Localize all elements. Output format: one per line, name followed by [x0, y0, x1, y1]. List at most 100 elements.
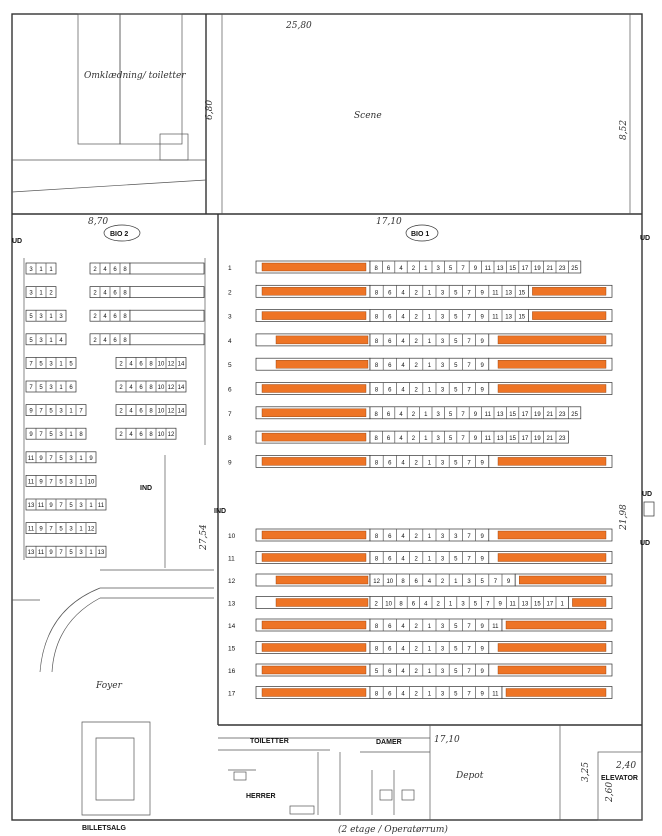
seat-label[interactable]: 3 [441, 557, 445, 563]
seat-label[interactable]: 2 [415, 290, 419, 296]
seat-label[interactable]: 6 [388, 388, 392, 394]
seat-label[interactable]: 9 [481, 315, 485, 321]
seat-label[interactable]: 1 [561, 602, 565, 608]
seat-label[interactable]: 14 [178, 385, 185, 391]
seat-label[interactable]: 9 [474, 412, 478, 418]
seat-label[interactable]: 11 [28, 456, 35, 462]
seat-label[interactable]: 5 [449, 266, 453, 272]
seat-label[interactable]: 5 [29, 314, 33, 320]
seat-label[interactable]: 5 [69, 550, 73, 556]
seat-label[interactable]: 19 [534, 412, 541, 418]
seat-label[interactable]: 3 [461, 602, 465, 608]
seat-label[interactable]: 2 [119, 409, 123, 415]
seat-label[interactable]: 5 [454, 363, 458, 369]
seat-label[interactable]: 5 [449, 436, 453, 442]
seat-label[interactable]: 8 [149, 385, 153, 391]
seat-label[interactable]: 19 [534, 436, 541, 442]
seat-label[interactable]: 13 [497, 412, 504, 418]
seat-label[interactable]: 4 [129, 361, 133, 367]
seat-label[interactable]: 1 [424, 436, 428, 442]
seat-label[interactable]: 9 [89, 456, 93, 462]
seat-label[interactable]: 2 [415, 315, 419, 321]
seat-label[interactable]: 9 [481, 339, 485, 345]
seat-label[interactable]: 4 [399, 266, 403, 272]
seat-label[interactable]: 1 [49, 338, 53, 344]
seat-label[interactable]: 5 [454, 339, 458, 345]
seat-label[interactable]: 4 [401, 388, 405, 394]
seat-label[interactable]: 5 [454, 647, 458, 653]
seat-label[interactable]: 17 [546, 602, 553, 608]
seat-label[interactable]: 11 [492, 290, 499, 296]
seat-label[interactable]: 8 [375, 557, 379, 563]
seat-label[interactable]: 8 [375, 388, 379, 394]
seat-label[interactable]: 14 [178, 361, 185, 367]
seat-label[interactable]: 11 [28, 479, 35, 485]
seat-label[interactable]: 6 [139, 409, 143, 415]
seat-label[interactable]: 8 [123, 267, 127, 273]
seat-label[interactable]: 11 [485, 436, 492, 442]
seat-label[interactable]: 12 [168, 385, 175, 391]
seat-label[interactable]: 6 [388, 669, 392, 675]
seat-label[interactable]: 6 [388, 315, 392, 321]
seat-label[interactable]: 9 [481, 557, 485, 563]
seat-label[interactable]: 9 [481, 647, 485, 653]
seat-label[interactable]: 3 [441, 624, 445, 630]
seat-label[interactable]: 4 [401, 647, 405, 653]
seat-label[interactable]: 4 [129, 385, 133, 391]
seat-label[interactable]: 2 [415, 534, 419, 540]
seat-label[interactable]: 5 [39, 385, 43, 391]
seat-label[interactable]: 6 [388, 647, 392, 653]
seat-label[interactable]: 7 [79, 409, 83, 415]
seat-label[interactable]: 7 [467, 290, 471, 296]
seat-label[interactable]: 23 [559, 412, 566, 418]
seat-label[interactable]: 3 [79, 503, 83, 509]
seat-label[interactable]: 2 [93, 338, 97, 344]
seat-label[interactable]: 2 [415, 669, 419, 675]
seat-label[interactable]: 10 [158, 385, 165, 391]
seat-label[interactable]: 6 [388, 624, 392, 630]
seat-label[interactable]: 7 [467, 460, 471, 466]
seat-label[interactable]: 3 [49, 385, 53, 391]
seat-label[interactable]: 2 [93, 267, 97, 273]
seat-label[interactable]: 3 [441, 460, 445, 466]
seat-label[interactable]: 11 [98, 503, 105, 509]
seat-label[interactable]: 7 [461, 412, 465, 418]
seat-label[interactable]: 1 [59, 385, 63, 391]
seat-label[interactable]: 4 [428, 579, 432, 585]
seat-label[interactable]: 13 [505, 315, 512, 321]
seat-label[interactable]: 1 [428, 534, 432, 540]
seat-label[interactable]: 2 [93, 314, 97, 320]
seat-label[interactable]: 1 [424, 266, 428, 272]
seat-label[interactable]: 3 [59, 409, 63, 415]
seat-label[interactable]: 7 [29, 361, 33, 367]
seat-label[interactable]: 9 [39, 527, 43, 533]
seat-label[interactable]: 6 [387, 266, 391, 272]
seat-label[interactable]: 12 [168, 432, 175, 438]
seat-label[interactable]: 13 [522, 602, 529, 608]
seat-label[interactable]: 8 [375, 460, 379, 466]
seat-label[interactable]: 11 [492, 692, 499, 698]
seat-label[interactable]: 6 [113, 267, 117, 273]
seat-label[interactable]: 15 [509, 412, 516, 418]
seat-label[interactable]: 2 [415, 624, 419, 630]
seat-label[interactable]: 4 [401, 460, 405, 466]
seat-label[interactable]: 6 [388, 363, 392, 369]
seat-label[interactable]: 5 [59, 456, 63, 462]
seat-label[interactable]: 4 [401, 339, 405, 345]
seat-label[interactable]: 3 [59, 432, 63, 438]
seat-label[interactable]: 2 [437, 602, 441, 608]
seat-label[interactable]: 2 [375, 602, 379, 608]
seat-label[interactable]: 8 [375, 692, 379, 698]
seat-label[interactable]: 13 [497, 266, 504, 272]
seat-label[interactable]: 8 [149, 432, 153, 438]
seat-label[interactable]: 5 [454, 290, 458, 296]
seat-label[interactable]: 9 [481, 363, 485, 369]
seat-label[interactable]: 8 [123, 314, 127, 320]
seat-label[interactable]: 3 [49, 361, 53, 367]
seat-label[interactable]: 7 [39, 409, 43, 415]
seat-label[interactable]: 4 [103, 338, 107, 344]
seat-label[interactable]: 17 [522, 412, 529, 418]
seat-label[interactable]: 7 [467, 647, 471, 653]
seat-label[interactable]: 11 [28, 527, 35, 533]
seat-label[interactable]: 7 [59, 503, 63, 509]
